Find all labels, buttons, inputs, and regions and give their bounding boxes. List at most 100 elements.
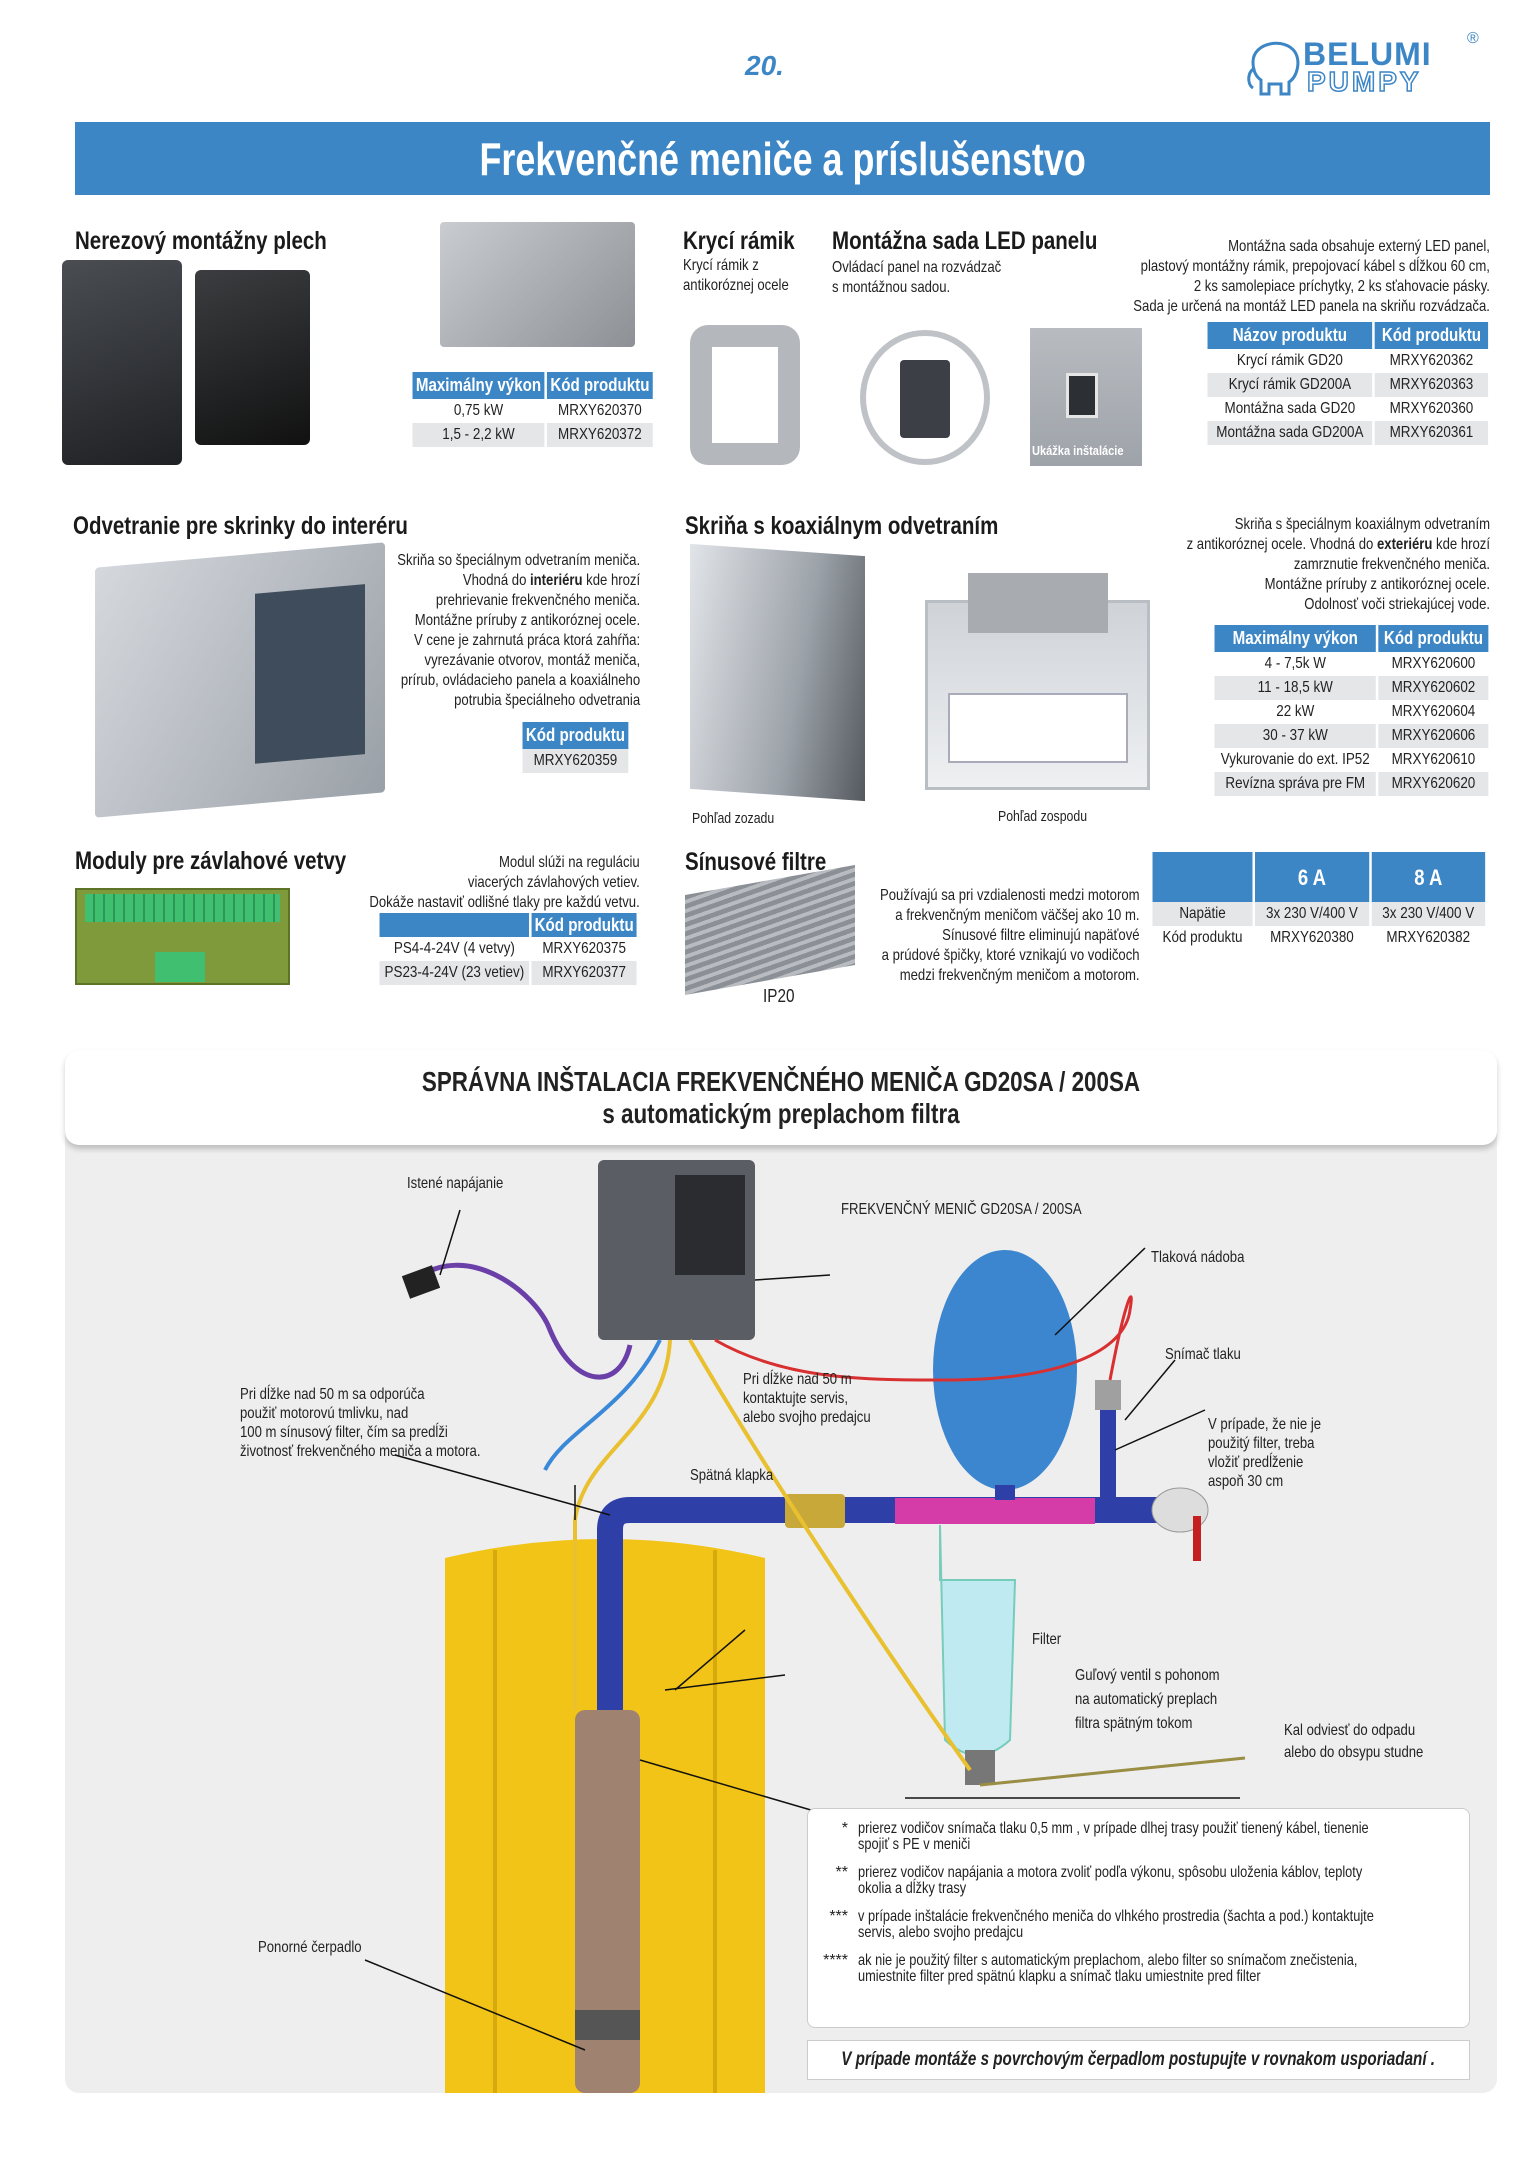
- code-cell: MRXY620606: [1378, 724, 1489, 748]
- caption-back: Pohľad zozadu: [692, 810, 775, 827]
- name-cell: Montážna sada GD20: [1224, 400, 1356, 417]
- col-header: 8 A: [1371, 852, 1486, 902]
- col-header: Kód produktu: [546, 372, 653, 399]
- code-cell: MRXY620363: [1374, 373, 1489, 397]
- code-cell: MRXY620375: [542, 940, 627, 957]
- sine-desc: medzi frekvenčným meničom a motorom.: [900, 967, 1140, 984]
- interior-heading: Odvetranie pre skrinky do interéru: [73, 512, 408, 540]
- label-power: Istené napájanie: [407, 1175, 504, 1192]
- modules-desc: Dokáže nastaviť odlišné tlaky pre každú …: [369, 894, 640, 911]
- col-header: [379, 913, 530, 937]
- power-cell: 0,75 kW: [453, 402, 504, 419]
- pressure-tank: [933, 1250, 1077, 1490]
- label-choke: Pri dĺžke nad 50 m sa odporúča použiť mot…: [240, 1385, 480, 1461]
- note-item: ****ak nie je použitý filter s automatic…: [818, 1953, 1459, 1985]
- coax-desc: Skriňa s špeciálnym koaxiálnym odvetraní…: [1187, 515, 1490, 615]
- code-cell: MRXY620362: [1389, 352, 1474, 369]
- note-item: * prierez vodičov snímača tlaku 0,5 mm , …: [818, 1821, 1459, 1853]
- page-number: 20.: [745, 50, 784, 81]
- label-sensor: Snímač tlaku: [1165, 1346, 1241, 1363]
- name-cell: Krycí rámik GD20: [1236, 352, 1343, 369]
- led-desc: Ovládací panel na rozvádzač: [832, 259, 1002, 276]
- col-header: [1152, 852, 1253, 902]
- text-line: Vhodná do interiéru kde hrozí: [462, 572, 640, 589]
- frame-photo: [690, 325, 800, 465]
- filter-housing: [939, 1524, 1017, 1756]
- text-line: Skriňa so špeciálnym odvetraním meniča.: [397, 552, 640, 569]
- text-line: alebo svojho predajcu: [743, 1409, 871, 1426]
- footer-note: V prípade montáže s povrchovým čerpadlom…: [841, 2049, 1436, 2070]
- code-cell: MRXY620620: [1378, 772, 1489, 796]
- note-item: **prierez vodičov napájania a motora zvo…: [818, 1865, 1459, 1897]
- installation-header: SPRÁVNA INŠTALACIA FREKVENČNÉHO MENIČA G…: [65, 1050, 1497, 1145]
- text-line: Pri dĺžke nad 50 m sa odporúča: [240, 1386, 425, 1403]
- manifold: [895, 1498, 1095, 1524]
- name-cell: Krycí rámik GD200A: [1207, 373, 1373, 397]
- page-title: Frekvenčné meniče a príslušenstvo: [479, 132, 1086, 185]
- interior-desc: Skriňa so špeciálnym odvetraním meniča. V…: [397, 551, 640, 711]
- coax-bottom-photo: [925, 573, 1150, 790]
- plate-photo-1: [62, 260, 182, 465]
- col-header: Názov produktu: [1207, 322, 1373, 349]
- text-line: 100 m sínusový filter, čím sa predĺži: [240, 1424, 448, 1441]
- submersible-pump: [575, 1710, 640, 2093]
- code-cell: MRXY620610: [1391, 751, 1476, 768]
- note-text: okolia a dĺžky trasy: [858, 1880, 967, 1897]
- col-header: Kód produktu: [1378, 625, 1489, 652]
- text-line: potrubia špeciálneho odvetrania: [454, 692, 640, 709]
- note-text: prierez vodičov snímača tlaku 0,5 mm , v…: [858, 1820, 1369, 1837]
- sine-desc: a prúdové špičky, ktoré vznikajú vo vodi…: [882, 947, 1140, 964]
- emphasis: exteriéru: [1376, 536, 1433, 553]
- plate-photo-2: [195, 270, 310, 445]
- led-info: Montážna sada obsahuje externý LED panel…: [1228, 238, 1490, 255]
- sludge-drain-pipe: [979, 1756, 1246, 1787]
- frame-desc: antikoróznej ocele: [683, 277, 789, 294]
- text-line: vložiť predĺženie: [1208, 1454, 1304, 1471]
- text-line: filtra spätným tokom: [1075, 1715, 1193, 1732]
- text-line: aspoň 30 cm: [1208, 1473, 1284, 1490]
- power-cell: 22 kW: [1276, 703, 1315, 720]
- modules-heading: Moduly pre závlahové vetvy: [75, 847, 347, 875]
- belumi-logo: BELUMI PUMPY ®: [1245, 30, 1485, 100]
- note-text: servis, alebo svojho predajcu: [858, 1924, 1024, 1941]
- code-cell: MRXY620359: [522, 749, 629, 773]
- ball-valve-handle: [1193, 1516, 1201, 1561]
- note-item: ***v prípade inštalácie frekvenčného men…: [818, 1909, 1459, 1941]
- emphasis: interiéru: [529, 572, 583, 589]
- sine-heading: Sínusové filtre: [685, 848, 827, 876]
- text-line: z antikoróznej ocele. Vhodná do exteriér…: [1186, 536, 1490, 553]
- note-text: prierez vodičov napájania a motora zvoli…: [858, 1864, 1363, 1881]
- note-text: umiestnite filter pred spätnú klapku a s…: [858, 1968, 1261, 1985]
- note-mark: *: [841, 1820, 848, 1837]
- code-cell: MRXY620382: [1386, 929, 1471, 946]
- module-board-photo: [75, 888, 290, 985]
- col-header: Kód produktu: [531, 913, 637, 937]
- text-line: použiť motorovú tmlivku, nad: [240, 1405, 409, 1422]
- text-line: použitý filter, treba: [1208, 1435, 1315, 1452]
- text-line: alebo do obsypu studne: [1284, 1744, 1424, 1761]
- installation-subtitle: s automatickým preplachom filtra: [602, 1098, 960, 1129]
- col-header: Maximálny výkon: [412, 372, 545, 399]
- text-line: Odolnosť voči striekajúcej vode.: [1304, 596, 1490, 613]
- power-cell: Revízna správa pre FM: [1214, 772, 1377, 796]
- power-cell: 30 - 37 kW: [1214, 724, 1377, 748]
- pressure-sensor: [1100, 1390, 1116, 1500]
- col-header: 6 A: [1255, 852, 1369, 902]
- text-line: Montážne príruby z antikoróznej ocele.: [1264, 576, 1490, 593]
- text-line: vyrezávanie otvorov, montáž meniča,: [424, 652, 640, 669]
- text-line: na automatický preplach: [1075, 1691, 1218, 1708]
- text-line: Pri dĺžke nad 50 m: [743, 1371, 852, 1388]
- led-info: Sada je určená na montáž LED panela na s…: [1133, 298, 1490, 315]
- text-line: Skriňa s špeciálnym koaxiálnym odvetraní…: [1234, 516, 1490, 533]
- logo-text-pumpy: PUMPY: [1306, 65, 1422, 98]
- text-line: zamrznutie frekvenčného meniča.: [1293, 556, 1490, 573]
- power-cell: 11 - 18,5 kW: [1214, 676, 1377, 700]
- sine-filter-photo: [685, 865, 855, 995]
- discharge-pipe: [597, 1497, 1195, 1710]
- registered-mark: ®: [1467, 30, 1479, 47]
- modules-table: Kód produktu PS4-4-24V (4 vetvy)MRXY6203…: [377, 913, 639, 985]
